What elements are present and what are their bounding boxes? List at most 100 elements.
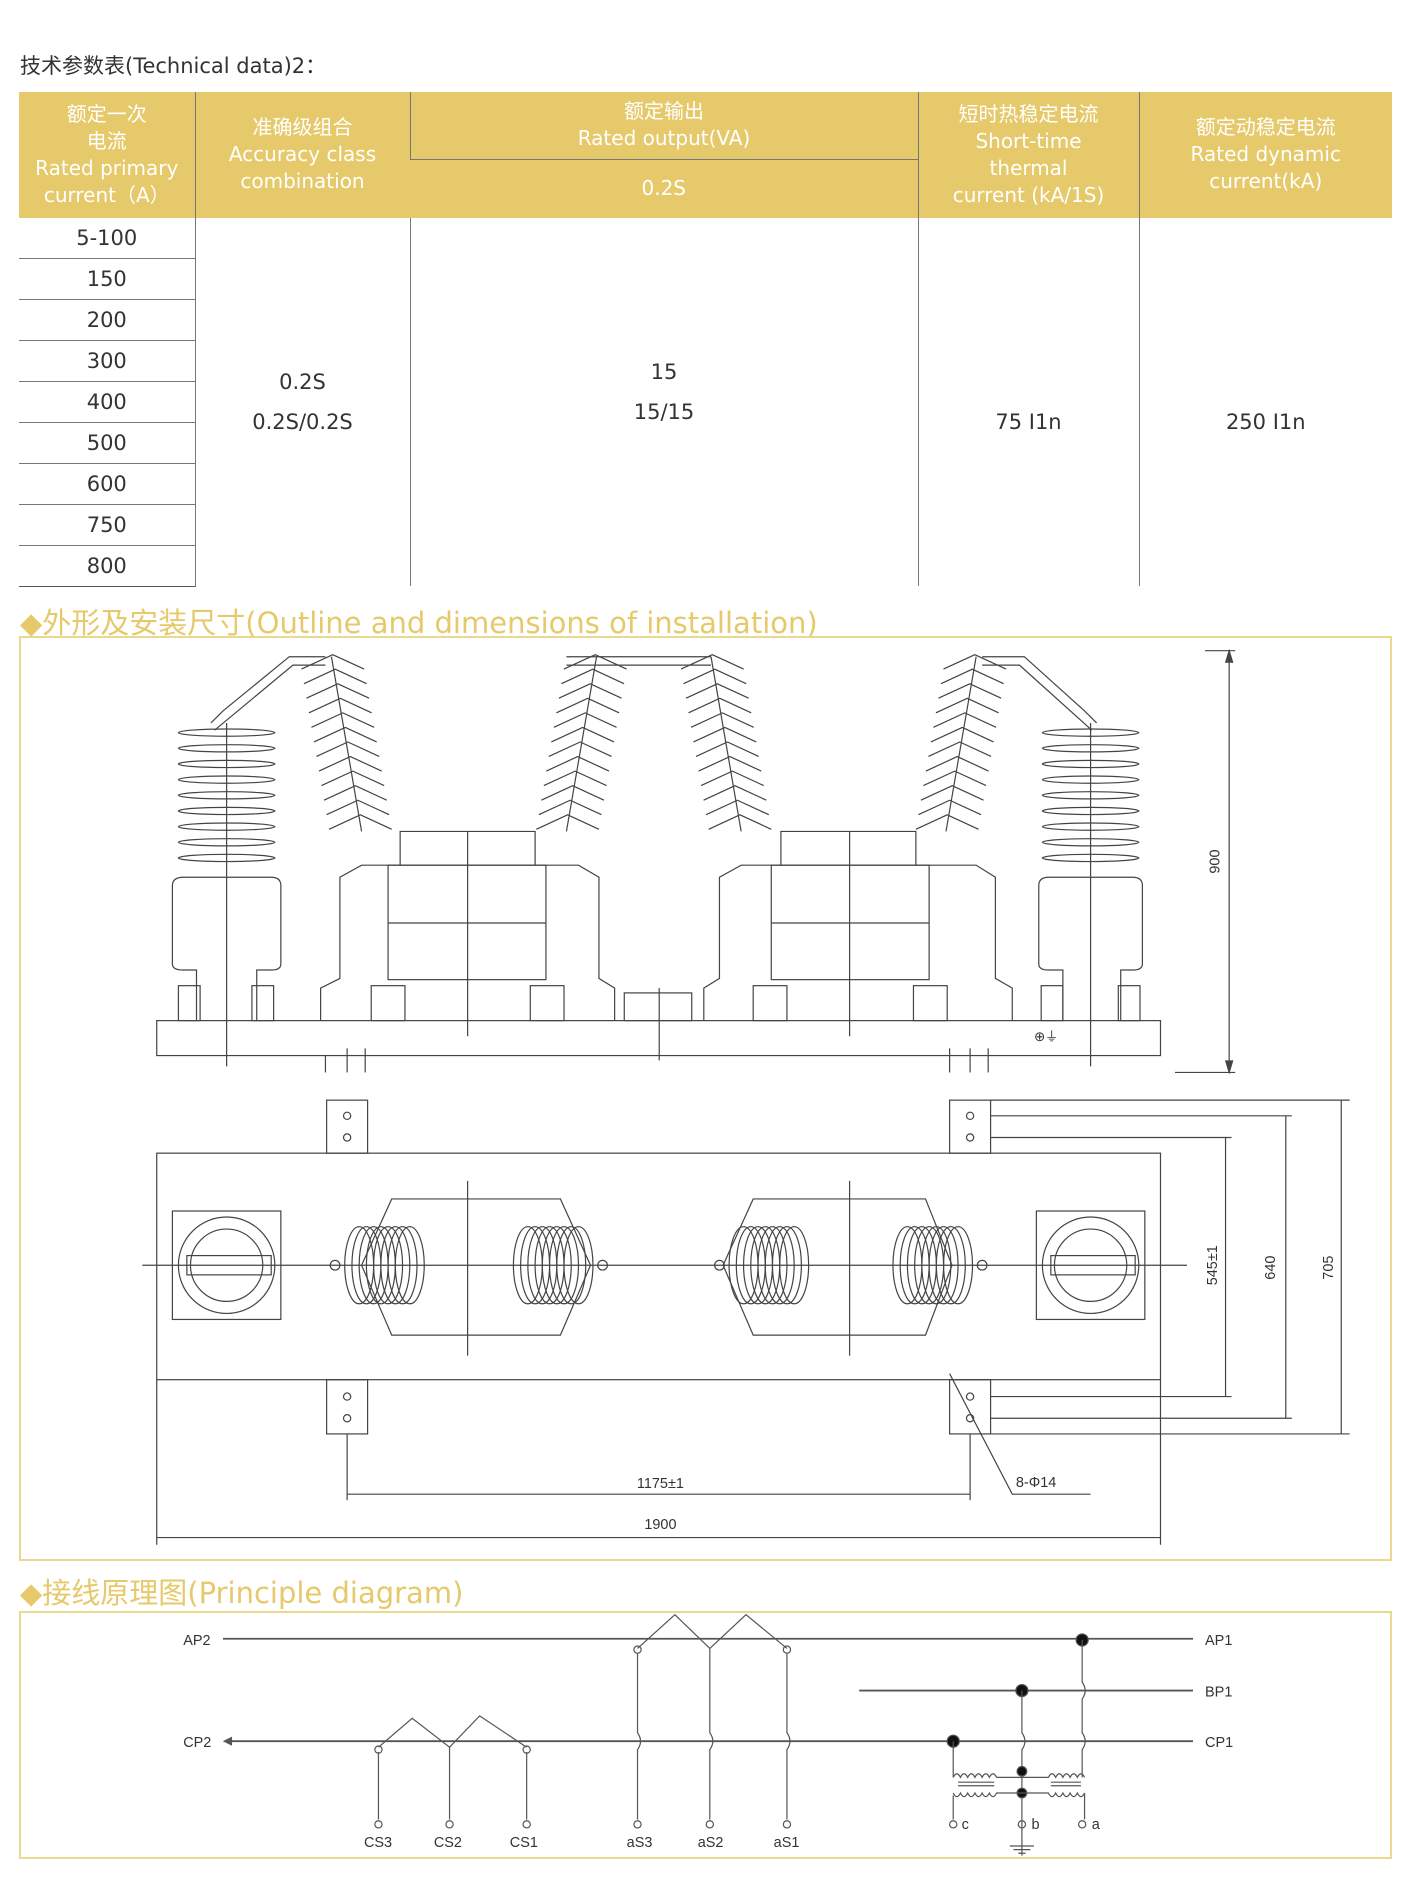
dim-1175: 1175±1 bbox=[637, 1476, 684, 1492]
dim-1900: 1900 bbox=[644, 1517, 676, 1533]
insulator-shed bbox=[177, 744, 276, 753]
label-cs2: CS2 bbox=[434, 1835, 462, 1851]
header-output: 额定输出 Rated output(VA) bbox=[409, 92, 918, 159]
label-ap2: AP2 bbox=[183, 1633, 210, 1649]
coil-winding bbox=[380, 1226, 411, 1305]
top-view: 545±1 640 705 1175±1 1900 8-Φ14 bbox=[142, 1099, 1350, 1545]
insulator-shed bbox=[705, 799, 770, 816]
insulator-shed bbox=[935, 697, 999, 714]
insulator-shed bbox=[938, 683, 1002, 699]
current-cell: 600 bbox=[19, 463, 195, 505]
insulator-shed bbox=[695, 741, 759, 758]
header-thermal: 短时热稳定电流 Short-time thermal current (kA/1… bbox=[917, 92, 1139, 218]
insulator-shed bbox=[306, 683, 370, 699]
insulator-shed bbox=[925, 755, 989, 772]
bushing-axis bbox=[565, 656, 598, 832]
header-accuracy: 准确级组合 Accuracy class combination bbox=[194, 92, 410, 218]
header-primary-current: 额定一次 电流 Rated primary current（A） bbox=[19, 92, 195, 218]
current-cell: 750 bbox=[19, 504, 195, 546]
coil-winding bbox=[757, 1226, 788, 1305]
coil-winding bbox=[512, 1226, 543, 1305]
terminal bbox=[329, 1259, 341, 1271]
header-text: current(kA) bbox=[1209, 169, 1323, 194]
insulator-shed bbox=[538, 799, 602, 816]
label-b: b bbox=[1032, 1817, 1040, 1833]
insulator-shed bbox=[943, 653, 1007, 670]
outline-heading: ◆外形及安装尺寸(Outline and dimensions of insta… bbox=[20, 606, 818, 640]
principle-diagram: AP2 CP2 AP1 BP1 CP1 CS3 CS2 CS1 aS3 aS2 … bbox=[183, 1613, 1233, 1856]
housing-right bbox=[703, 864, 1013, 1021]
insulator-shed bbox=[553, 712, 617, 728]
insulator-shed bbox=[321, 770, 385, 787]
insulator-shed bbox=[308, 697, 372, 714]
insulator-shed bbox=[541, 785, 605, 801]
insulator-shed bbox=[177, 822, 276, 831]
header-text: current（A） bbox=[43, 182, 170, 207]
label-c: c bbox=[962, 1817, 969, 1833]
header-text: combination bbox=[240, 169, 365, 194]
header-text: 短时热稳定电流 bbox=[958, 101, 1099, 126]
insulator-shed bbox=[536, 814, 600, 830]
coil-winding bbox=[527, 1226, 558, 1305]
current-cell: 5-100 bbox=[19, 217, 195, 259]
coil-winding bbox=[534, 1226, 565, 1305]
header-text: 额定输出 bbox=[624, 99, 704, 124]
insulator-shed bbox=[688, 697, 752, 714]
coil-winding bbox=[779, 1226, 810, 1305]
label-bp1: BP1 bbox=[1205, 1685, 1232, 1701]
header-text: Short-time bbox=[975, 128, 1082, 153]
current-cell: 800 bbox=[19, 545, 195, 587]
insulator-shed bbox=[558, 683, 622, 699]
header-output-class: 0.2S bbox=[410, 158, 918, 218]
dynamic-cell: 250 I1n bbox=[1138, 217, 1392, 586]
output-value: 15 bbox=[650, 359, 678, 384]
insulator-shed bbox=[301, 653, 365, 670]
insulator-shed bbox=[708, 814, 772, 830]
header-text: thermal bbox=[989, 155, 1068, 180]
insulator-shed bbox=[700, 770, 764, 787]
header-dynamic: 额定动稳定电流 Rated dynamic current(kA) bbox=[1138, 92, 1392, 218]
insulator-shed bbox=[303, 668, 367, 685]
thermal-cell: 75 I1n bbox=[917, 217, 1139, 586]
insulator-shed bbox=[940, 668, 1004, 685]
insulator-shed bbox=[703, 785, 767, 801]
insulator-shed bbox=[311, 712, 375, 728]
header-text: 额定一次 bbox=[66, 101, 147, 126]
header-text: Accuracy class bbox=[228, 142, 377, 167]
technical-data-table: 额定一次 电流 Rated primary current（A） 准确级组合 A… bbox=[19, 92, 1392, 587]
insulator-shed bbox=[915, 814, 979, 830]
label-cs3: CS3 bbox=[364, 1835, 392, 1851]
insulator-shed bbox=[683, 668, 747, 685]
insulator-shed bbox=[920, 785, 984, 801]
insulator-shed bbox=[930, 726, 994, 743]
label-cs1: CS1 bbox=[510, 1835, 538, 1851]
coil-winding bbox=[394, 1226, 425, 1305]
header-text: Rated primary bbox=[35, 155, 179, 180]
insulator-shed bbox=[543, 770, 607, 787]
coil-winding bbox=[387, 1226, 418, 1305]
header-text: 电流 bbox=[86, 128, 127, 153]
insulator-shed bbox=[177, 853, 276, 863]
accuracy-cell: 0.2S 0.2S/0.2S bbox=[194, 217, 410, 586]
insulator-shed bbox=[177, 728, 276, 737]
insulator-shed bbox=[326, 799, 390, 816]
front-view: ⊕⏚ 900 bbox=[156, 648, 1236, 1075]
terminal bbox=[597, 1259, 608, 1271]
label-as2: aS2 bbox=[698, 1835, 724, 1851]
header-text: Rated dynamic bbox=[1190, 142, 1341, 167]
holes-label: 8-Φ14 bbox=[1016, 1475, 1056, 1491]
insulator-shed bbox=[323, 785, 387, 801]
label-cp2: CP2 bbox=[183, 1735, 211, 1751]
header-text: 准确级组合 bbox=[252, 115, 353, 140]
coil-winding bbox=[899, 1226, 930, 1305]
insulator-shed bbox=[177, 806, 276, 816]
insulator-shed bbox=[316, 741, 380, 758]
coil-winding bbox=[914, 1226, 945, 1305]
bushing-axis bbox=[330, 656, 363, 832]
insulator-shed bbox=[561, 668, 625, 685]
page-title: 技术参数表(Technical data)2： bbox=[20, 54, 327, 78]
output-cell: 15 15/15 bbox=[409, 217, 918, 586]
insulator-shed bbox=[933, 712, 997, 728]
insulator-shed bbox=[313, 726, 377, 743]
